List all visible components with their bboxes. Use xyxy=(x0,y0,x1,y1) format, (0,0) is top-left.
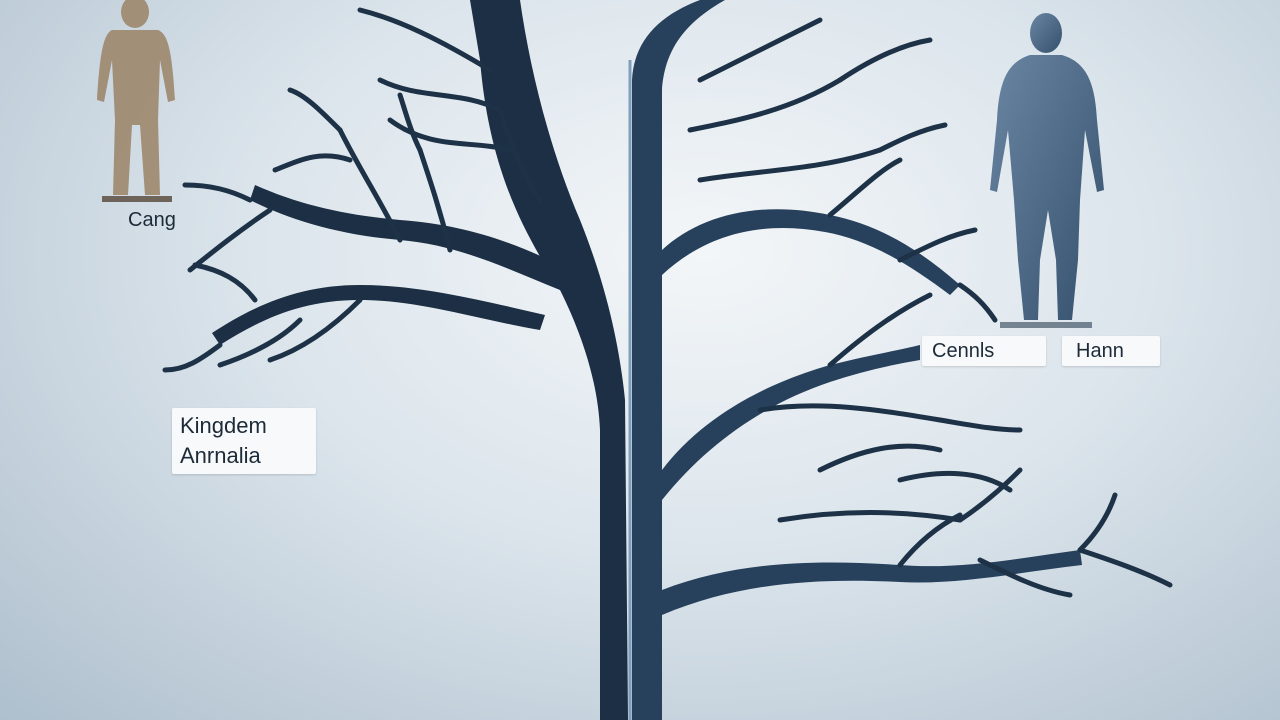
left-human-figure xyxy=(97,0,175,202)
kingdom-label-line2: Anrnalia xyxy=(180,443,261,468)
species-label-box xyxy=(1062,336,1160,366)
left-figure-label: Cang xyxy=(128,209,176,231)
genus-label-box xyxy=(922,336,1046,366)
genus-label: Cennls xyxy=(932,340,995,362)
tree-right-half xyxy=(632,0,1082,720)
kingdom-label-line1: Kingdem xyxy=(180,413,267,438)
species-label: Hann xyxy=(1076,340,1124,362)
right-human-figure xyxy=(990,13,1104,328)
tree-left-half xyxy=(212,0,628,720)
tree-branches xyxy=(162,7,1173,598)
kingdom-label-box xyxy=(172,408,316,474)
